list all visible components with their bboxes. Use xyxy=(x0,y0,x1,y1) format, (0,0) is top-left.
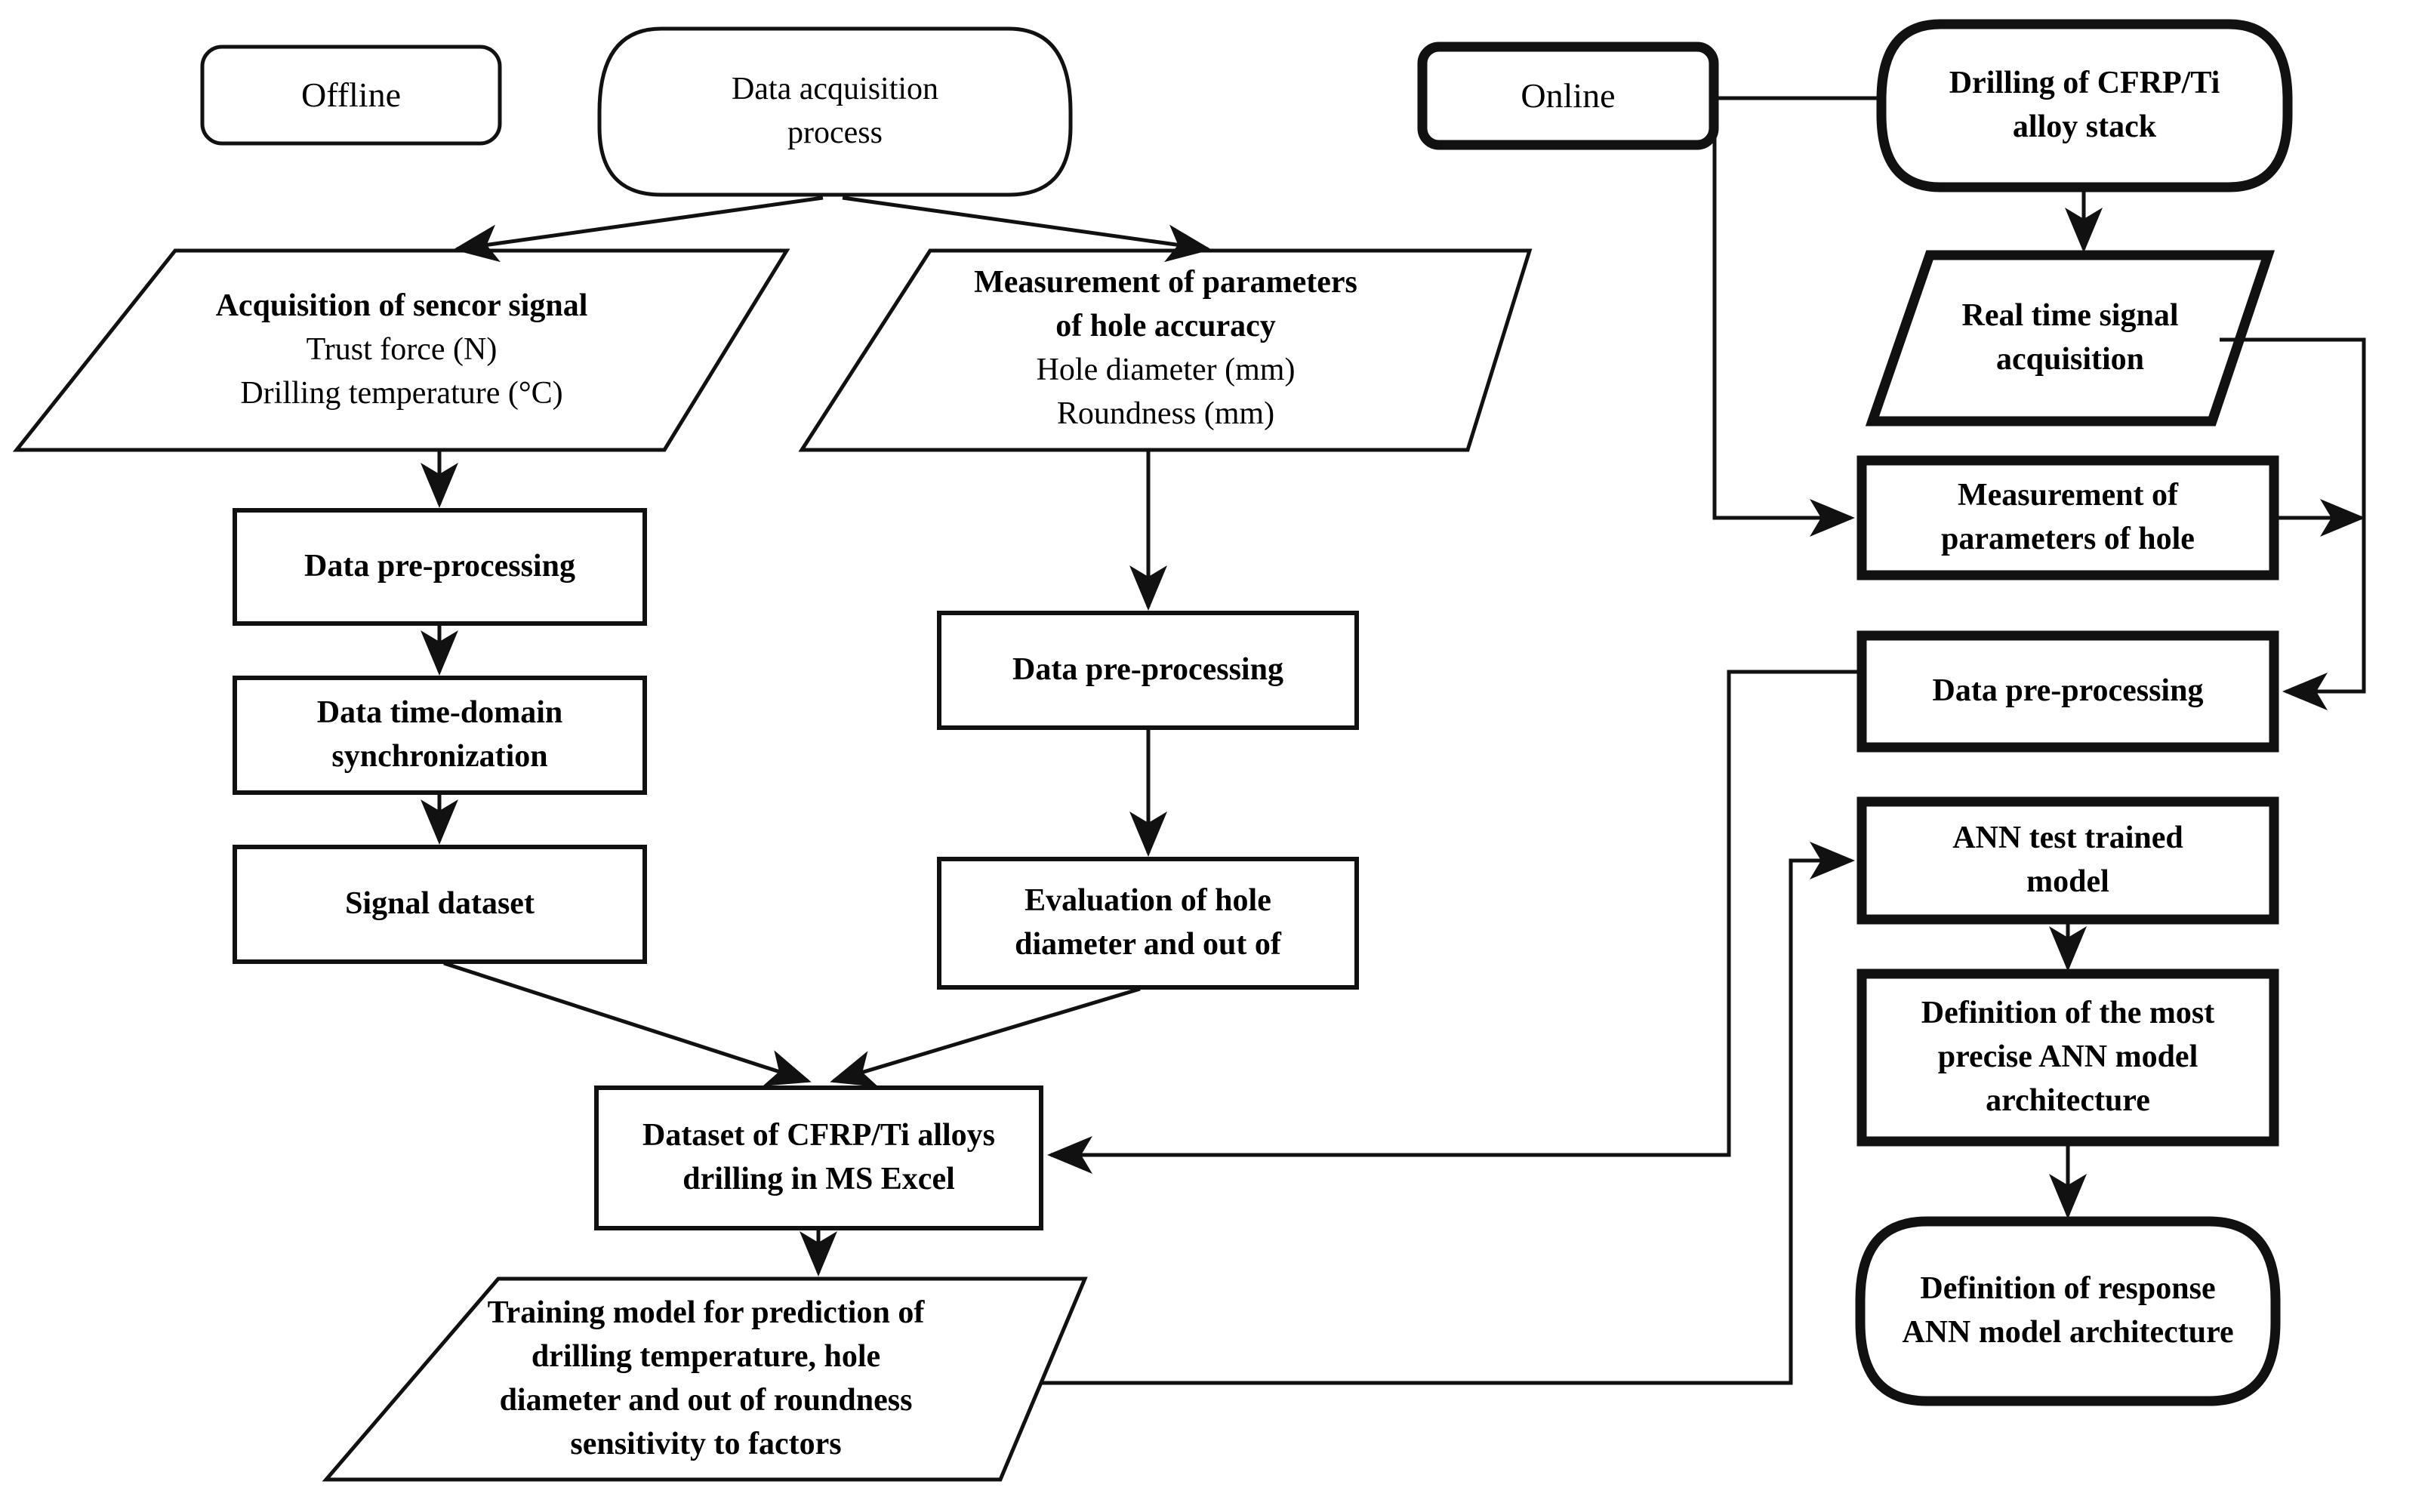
edge-signal-to-excel xyxy=(443,961,812,1086)
training-model-shape xyxy=(322,1276,1088,1482)
measurement-hole-shape xyxy=(1856,455,2279,580)
data-preprocessing-mid-shape xyxy=(937,611,1359,730)
dataset-excel-shape xyxy=(594,1085,1043,1230)
data-acquisition-shape xyxy=(597,26,1073,197)
measurement-parameters-shape xyxy=(798,248,1533,452)
acquisition-sensor-shape xyxy=(12,248,790,452)
edge-eval-to-excel xyxy=(830,987,1141,1088)
data-preprocessing-right-shape xyxy=(1856,630,2279,753)
evaluation-hole-shape xyxy=(937,857,1359,990)
ann-test-shape xyxy=(1856,796,2279,925)
ann-precise-shape xyxy=(1856,968,2279,1147)
offline-badge xyxy=(200,45,502,146)
edge-acq-to-sensor xyxy=(453,196,824,263)
signal-dataset-shape xyxy=(233,845,647,964)
online-badge xyxy=(1417,42,1719,150)
data-preprocessing-left-shape xyxy=(233,508,647,626)
drilling-stack-shape xyxy=(1876,19,2293,192)
edge-drilling-to-measure-hole xyxy=(1712,96,1880,537)
edge-acq-to-measure xyxy=(842,196,1212,263)
edge-training-to-anntest xyxy=(1042,842,1855,1385)
ann-response-shape xyxy=(1855,1216,2281,1406)
edge-preright-to-excel xyxy=(1047,670,1857,1174)
time-sync-shape xyxy=(233,676,647,795)
realtime-signal-shape xyxy=(1865,250,2275,427)
